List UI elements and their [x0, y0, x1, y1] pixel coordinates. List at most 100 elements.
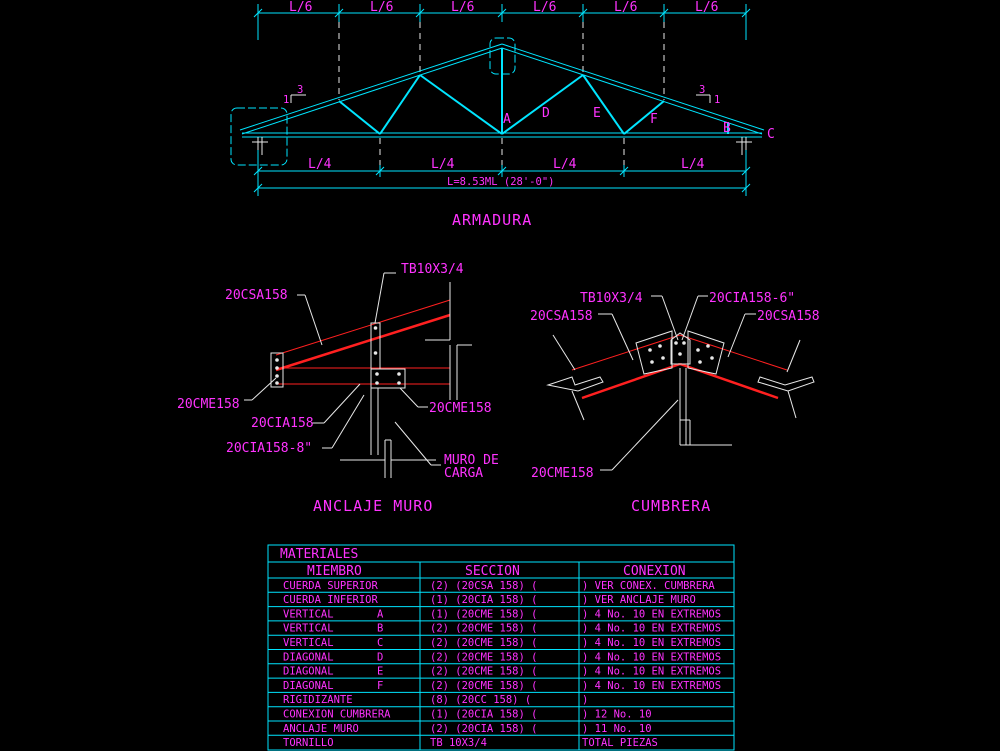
supports	[252, 137, 752, 155]
anclaje-title: ANCLAJE MURO	[313, 497, 433, 515]
top-dim-label-5: L/6	[614, 0, 637, 15]
anclaje-muro-label-1: MURO DE	[444, 453, 499, 468]
anclaje-muro-detail: TB10X3/4 20CSA158 20CME158 20CIA158 20CI…	[177, 262, 499, 515]
anclaje-cme-left-label: 20CME158	[177, 397, 240, 412]
top-dim-label-2: L/6	[370, 0, 393, 15]
table-rows: CUERDA SUPERIOR(2) (20CSA 158) () VER CO…	[283, 580, 721, 749]
row-connection: ) 4 No. 10 EN EXTREMOS	[582, 608, 721, 620]
base-plate	[370, 368, 406, 389]
row-section: (1) (20CME 158) (	[430, 608, 537, 620]
cumbrera-csa-left-label: 20CSA158	[530, 309, 593, 324]
row-letter: D	[377, 651, 383, 663]
bottom-dim-label-3: L/4	[553, 157, 577, 172]
header-seccion: SECCION	[465, 564, 520, 579]
member-label-f: F	[650, 112, 658, 127]
row-connection: ) VER ANCLAJE MURO	[582, 594, 696, 606]
header-conexion: CONEXION	[623, 564, 686, 579]
slope-right-rise: 3	[699, 84, 705, 96]
cumbrera-title: CUMBRERA	[631, 497, 711, 515]
row-letter: B	[377, 623, 383, 635]
slope-indicator-left	[290, 94, 306, 103]
top-dim-label-1: L/6	[289, 0, 312, 15]
purlin-left	[546, 376, 604, 392]
slope-indicator-right	[696, 94, 711, 103]
purlin-right	[757, 376, 815, 392]
end-plate	[270, 352, 284, 388]
span-label: L=8.53ML (28'-0")	[447, 176, 554, 188]
row-connection: ) 4 No. 10 EN EXTREMOS	[582, 666, 721, 678]
row-member: DIAGONAL	[283, 680, 334, 692]
row-member: TORNILLO	[283, 737, 334, 749]
row-member: CUERDA INFERIOR	[283, 594, 379, 606]
gusset-left	[635, 330, 673, 375]
row-section: (2) (20CME 158) (	[430, 666, 537, 678]
slope-right-run: 1	[714, 94, 720, 106]
cumbrera-csa-right-label: 20CSA158	[757, 309, 820, 324]
row-member: CONEXION CUMBRERA	[283, 709, 391, 721]
panel-guide-lines	[338, 22, 665, 175]
top-chord	[239, 43, 765, 135]
row-connection: ) 4 No. 10 EN EXTREMOS	[582, 651, 721, 663]
cumbrera-cia6-label: 20CIA158-6"	[709, 291, 795, 306]
row-section: (2) (20CIA 158) (	[430, 723, 537, 735]
member-label-d: D	[542, 106, 550, 121]
anclaje-csa-label: 20CSA158	[225, 288, 288, 303]
table-border	[267, 544, 735, 751]
top-dim-label-4: L/6	[533, 0, 556, 15]
member-label-c: C	[767, 127, 775, 142]
top-dimension-line	[253, 4, 751, 40]
row-member: RIGIDIZANTE	[283, 694, 353, 706]
row-section: (2) (20CME 158) (	[430, 680, 537, 692]
truss-title: ARMADURA	[452, 211, 532, 229]
cumbrera-cme-label: 20CME158	[531, 466, 594, 481]
row-connection: TOTAL PIEZAS	[582, 737, 658, 749]
top-dim-label-6: L/6	[695, 0, 718, 15]
slope-left-run: 1	[283, 94, 289, 106]
anclaje-callout-box	[230, 107, 288, 166]
row-letter: C	[377, 637, 383, 649]
cumbrera-callout-box	[489, 37, 516, 75]
gusset-right	[687, 330, 725, 375]
row-member: VERTICAL	[283, 608, 334, 620]
row-section: (2) (20CME 158) (	[430, 623, 537, 635]
truss-elevation: L/6 L/6 L/6 L/6 L/6 L/6	[230, 0, 775, 229]
row-section: (2) (20CSA 158) (	[430, 580, 537, 592]
row-letter: F	[377, 680, 383, 692]
row-section: (1) (20CIA 158) (	[430, 594, 537, 606]
anclaje-muro-label-2: CARGA	[444, 466, 483, 481]
row-member: DIAGONAL	[283, 666, 334, 678]
bottom-dim-label-2: L/4	[431, 157, 455, 172]
row-connection: ) 4 No. 10 EN EXTREMOS	[582, 637, 721, 649]
row-member: DIAGONAL	[283, 651, 334, 663]
row-connection: ) 4 No. 10 EN EXTREMOS	[582, 623, 721, 635]
member-label-a: A	[503, 112, 511, 127]
vertical-connector	[370, 322, 381, 370]
bottom-dim-label-1: L/4	[308, 157, 332, 172]
cumbrera-detail: TB10X3/4 20CIA158-6" 20CSA158 20CSA158 2…	[530, 291, 820, 515]
row-section: (1) (20CIA 158) (	[430, 709, 537, 721]
member-label-e: E	[593, 106, 601, 121]
header-miembro: MIEMBRO	[307, 564, 362, 579]
anclaje-cme-right-label: 20CME158	[429, 401, 492, 416]
row-member: VERTICAL	[283, 623, 334, 635]
row-section: (2) (20CME 158) (	[430, 651, 537, 663]
ridge-connector	[670, 332, 691, 365]
row-member: VERTICAL	[283, 637, 334, 649]
member-label-b: B	[723, 121, 731, 136]
anclaje-tb-label: TB10X3/4	[401, 262, 464, 277]
row-section: TB 10X3/4	[430, 737, 487, 749]
row-connection: ) 12 No. 10	[582, 709, 652, 721]
table-row-lines	[268, 591, 734, 736]
row-connection: ) 11 No. 10	[582, 723, 652, 735]
truss-webs	[338, 48, 729, 135]
anclaje-cia-label: 20CIA158	[251, 416, 314, 431]
bottom-dimension-lines	[253, 150, 751, 196]
row-letter: E	[377, 666, 383, 678]
materiales-table: MATERIALES MIEMBRO SECCION CONEXION CUER…	[267, 544, 735, 751]
row-letter: A	[377, 608, 384, 620]
anclaje-cia8-label: 20CIA158-8"	[226, 441, 312, 456]
row-member: ANCLAJE MURO	[283, 723, 359, 735]
row-connection: )	[582, 694, 588, 706]
cumbrera-tb-label: TB10X3/4	[580, 291, 643, 306]
